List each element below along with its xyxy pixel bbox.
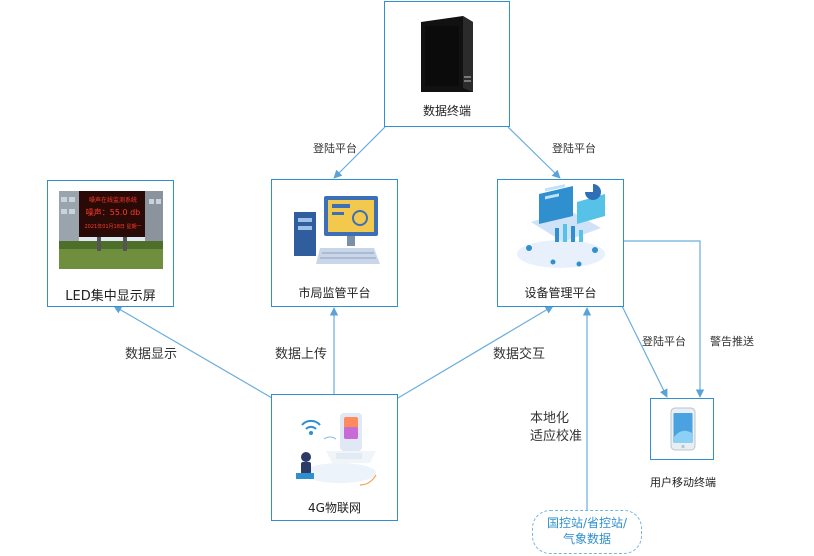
server-tower-icon xyxy=(421,16,473,92)
edge-terminal-city xyxy=(333,126,386,179)
data-terminal-label: 数据终端 xyxy=(422,104,471,118)
edge-label-data-exchange: 数据交互 xyxy=(493,347,546,362)
device-platform-label: 设备管理平台 xyxy=(524,286,597,300)
edge-label-login-left: 登陆平台 xyxy=(313,142,357,155)
node-data-terminal: 数据终端 xyxy=(384,1,510,127)
node-mobile-terminal xyxy=(650,398,714,460)
edge-label-data-display: 数据显示 xyxy=(125,347,178,362)
iot-device-icon xyxy=(296,413,377,486)
node-device-platform: 设备管理平台 xyxy=(497,179,624,307)
desktop-computer-icon xyxy=(294,196,380,264)
node-iot-4g: 4G物联网 xyxy=(271,394,398,521)
edge-alert-push xyxy=(622,240,705,398)
node-external-data-source: 国控站/省控站/ 气象数据 xyxy=(532,510,642,554)
iot-4g-label: 4G物联网 xyxy=(308,501,361,515)
edge-label-localize-2: 适应校准 xyxy=(530,429,583,444)
edge-terminal-device xyxy=(507,126,561,179)
led-text-line1: 噪声在线监测系统 xyxy=(88,197,137,204)
source-line2: 气象数据 xyxy=(562,532,611,546)
node-city-platform: 市局监管平台 xyxy=(271,179,398,307)
edge-label-login-mobile: 登陆平台 xyxy=(642,335,686,348)
source-line1: 国控站/省控站/ xyxy=(546,516,628,530)
edge-label-data-upload: 数据上传 xyxy=(275,347,328,362)
edge-label-login-right: 登陆平台 xyxy=(552,142,596,155)
edge-iot-led xyxy=(113,305,273,399)
edge-label-localize-1: 本地化 xyxy=(530,411,570,426)
mobile-terminal-label: 用户移动终端 xyxy=(650,476,716,489)
edge-label-alert-push: 警告推送 xyxy=(710,335,754,348)
smartphone-icon xyxy=(670,407,696,451)
led-text-line2: 噪声：55.0 db xyxy=(85,208,141,217)
edge-iot-device xyxy=(397,305,554,399)
led-text-line3: 2021年01月18日 星期一 xyxy=(84,224,142,230)
led-screen-label: LED集中显示屏 xyxy=(65,289,156,304)
dashboard-laptop-icon xyxy=(517,184,605,268)
node-led-screen: 噪声在线监测系统 噪声：55.0 db 2021年01月18日 星期一 LED集… xyxy=(47,180,174,307)
led-billboard-image xyxy=(59,191,163,269)
edge-device-mobile xyxy=(621,305,668,398)
city-platform-label: 市局监管平台 xyxy=(298,286,371,300)
